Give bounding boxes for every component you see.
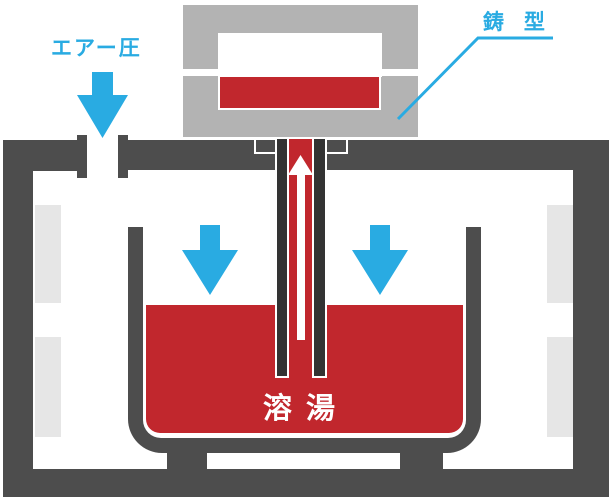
furnace-right-wall: [573, 140, 609, 497]
mold-leader-line: [396, 36, 553, 121]
heater-panel-left-lower: [35, 337, 61, 437]
air-pressure-label: エアー圧: [51, 37, 142, 60]
stalk-tube-left-wall: [275, 135, 289, 378]
mold-cavity: [218, 33, 382, 77]
crucible-foot-right: [400, 452, 443, 470]
heater-panel-right-lower: [547, 337, 573, 437]
mold-label: 鋳 型: [483, 11, 552, 34]
crucible-foot-left: [167, 452, 207, 470]
mold-cast-metal: [218, 75, 381, 110]
air-inlet-tab-right: [118, 135, 128, 178]
heater-panel-left-upper: [35, 205, 61, 303]
furnace-left-wall: [3, 140, 33, 497]
stalk-tube-right-wall: [312, 135, 327, 378]
furnace-lid: [128, 140, 573, 170]
heater-panel-right-upper: [547, 205, 573, 303]
molten-metal-label: 溶 湯: [262, 393, 339, 425]
furnace-bottom-wall: [3, 469, 609, 497]
furnace-top-left-bar: [3, 140, 85, 171]
air-inlet-tab-left: [77, 135, 87, 178]
air-pressure-down-arrow-icon: [77, 72, 128, 138]
